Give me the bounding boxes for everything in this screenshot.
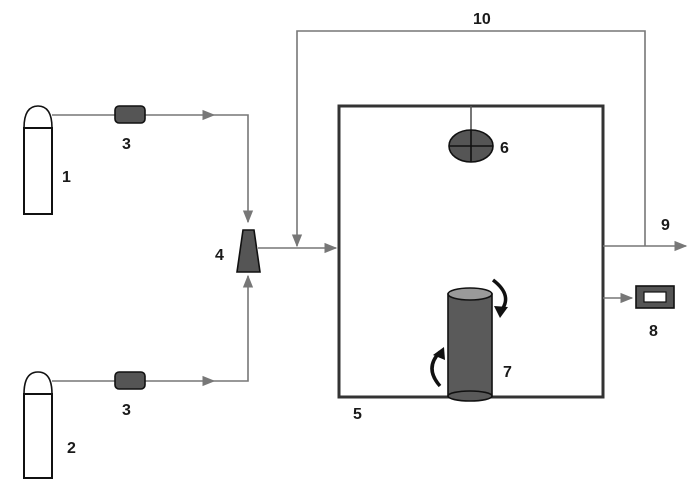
- pipe-to-mixer-top: [214, 114, 254, 224]
- label-10: 10: [473, 11, 491, 28]
- sensor: [635, 285, 675, 309]
- label-2: 2: [67, 440, 76, 457]
- rotating-sample: [447, 287, 493, 402]
- label-9: 9: [661, 217, 670, 234]
- label-6: 6: [500, 140, 509, 157]
- label-7: 7: [503, 364, 512, 381]
- gas-cylinder-2: [23, 371, 53, 479]
- fan: [448, 106, 494, 163]
- label-3-bottom: 3: [122, 402, 131, 419]
- flow-meter-bottom: [114, 371, 146, 390]
- label-8: 8: [649, 323, 658, 340]
- label-1: 1: [62, 169, 71, 186]
- pipe-to-mixer-bottom: [214, 274, 254, 382]
- label-5: 5: [353, 406, 362, 423]
- label-3-top: 3: [122, 136, 131, 153]
- gas-cylinder-1: [23, 105, 53, 215]
- rotation-arrow-right-icon: [491, 278, 508, 318]
- mixer-valve: [236, 229, 261, 273]
- flow-meter-top: [114, 105, 146, 124]
- recirculation-line: [291, 30, 646, 248]
- rotation-arrow-left-icon: [430, 347, 445, 388]
- label-4: 4: [215, 247, 224, 264]
